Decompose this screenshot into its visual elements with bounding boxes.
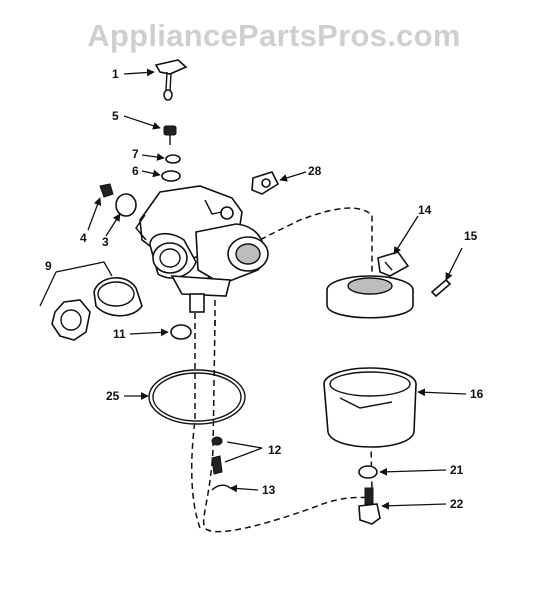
- carburetor-body: [135, 185, 269, 313]
- part-bolt-22: [358, 487, 381, 525]
- part-label-3: 3: [102, 235, 109, 249]
- part-oring-25: [148, 369, 246, 425]
- part-label-4: 4: [80, 231, 87, 245]
- part-float-bowl-16: [323, 367, 417, 448]
- part-seal-11: [170, 324, 192, 340]
- part-washer-21: [358, 465, 378, 479]
- leader-lines: [39, 68, 467, 510]
- part-label-7: 7: [132, 147, 139, 161]
- part-screw-5: [163, 125, 177, 145]
- part-fitting-28: [251, 171, 280, 195]
- part-label-11: 11: [113, 327, 126, 341]
- part-label-22: 22: [450, 497, 464, 511]
- part-label-6: 6: [132, 164, 139, 178]
- part-throttle-shaft: [154, 59, 188, 101]
- part-disc-3: [115, 193, 137, 217]
- part-pin-15: [430, 278, 452, 298]
- part-float-14: [326, 251, 414, 319]
- part-label-25: 25: [106, 389, 120, 403]
- part-label-13: 13: [262, 483, 276, 497]
- part-label-28: 28: [308, 164, 322, 178]
- part-label-5: 5: [112, 109, 119, 123]
- part-label-9: 9: [45, 259, 52, 273]
- part-label-1: 1: [112, 67, 119, 81]
- part-label-14: 14: [418, 203, 432, 217]
- part-bowl-9: [51, 277, 143, 341]
- part-plug-4: [99, 183, 114, 198]
- part-washer-7: [165, 154, 181, 164]
- part-ring-6: [161, 170, 181, 182]
- part-needle-12: [211, 436, 223, 475]
- part-clip-13: [211, 484, 231, 491]
- part-label-16: 16: [470, 387, 484, 401]
- part-label-12: 12: [268, 443, 282, 457]
- part-label-15: 15: [464, 229, 478, 243]
- watermark-text: AppliancePartsPros.com: [87, 18, 461, 53]
- part-label-21: 21: [450, 463, 464, 477]
